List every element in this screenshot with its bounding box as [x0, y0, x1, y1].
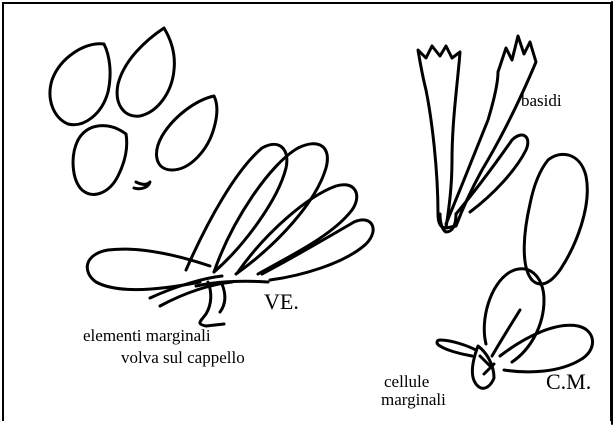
- ve-lobe-1: [186, 144, 287, 272]
- ve-lobe-4: [262, 220, 373, 280]
- spore-2: [117, 28, 174, 116]
- label-cellule: cellule: [384, 373, 429, 390]
- spores-group: [50, 28, 217, 194]
- label-cm: C.M.: [546, 371, 591, 393]
- basidium-mid: [446, 72, 498, 224]
- label-ve: VE.: [264, 291, 299, 313]
- basidium-left: [418, 46, 460, 228]
- ve-base-2: [220, 284, 225, 312]
- cm-cell-right: [500, 325, 593, 372]
- cm-cell-top: [524, 154, 587, 284]
- spore-3: [157, 96, 217, 170]
- ve-elements-group: [87, 144, 373, 326]
- spore-4: [73, 126, 127, 195]
- spore-fragment: [134, 182, 150, 189]
- label-marginali: marginali: [381, 391, 446, 408]
- basidia-group: [418, 36, 536, 232]
- cm-cell-left: [437, 340, 476, 356]
- label-volva-sul-cappello: volva sul cappello: [121, 349, 245, 366]
- cm-cell-stalk: [492, 310, 520, 356]
- spore-1: [50, 44, 110, 125]
- label-basidi: basidi: [521, 92, 562, 109]
- label-elementi-marginali: elementi marginali: [83, 327, 211, 344]
